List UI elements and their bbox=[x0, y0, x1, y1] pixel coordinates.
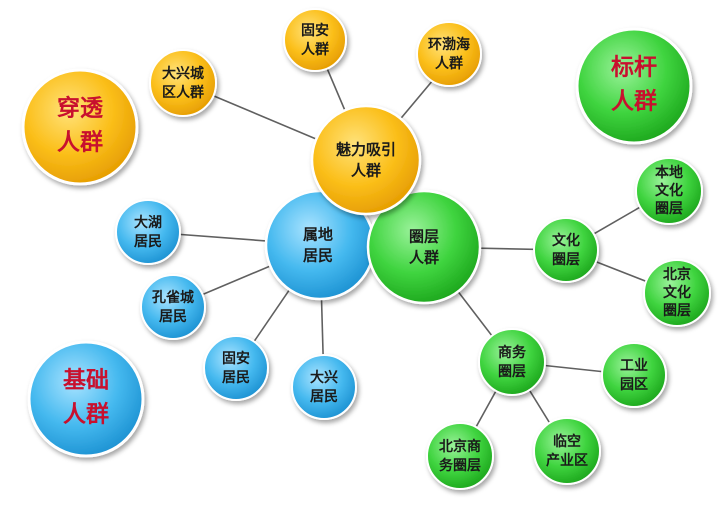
category-penetration: 穿透 人群 bbox=[21, 68, 139, 186]
penetration-circle bbox=[21, 68, 139, 186]
circle-hub-line-2: 人群 bbox=[409, 249, 439, 267]
hub-charm-crowd: 魅力吸引 人群 bbox=[310, 104, 422, 216]
node-dahu-residents: 大湖 居民 bbox=[115, 199, 181, 265]
kongque-residents-line-2: 居民 bbox=[159, 309, 187, 325]
airport-industry-line-1: 临空 bbox=[553, 433, 581, 450]
guan-crowd-circle bbox=[283, 8, 347, 72]
charm-hub-circle bbox=[310, 104, 422, 216]
guan-crowd-line-2: 人群 bbox=[301, 41, 329, 58]
benchmark-line-1: 标杆 bbox=[611, 55, 657, 81]
industrial-park-circle bbox=[601, 342, 667, 408]
charm-hub-line-1: 魅力吸引 bbox=[336, 141, 396, 159]
bohai-crowd-line-1: 环渤海 bbox=[428, 36, 470, 53]
category-benchmark: 标杆 人群 bbox=[575, 27, 693, 145]
daxing-residents-line-2: 居民 bbox=[310, 389, 338, 405]
basic-circle bbox=[27, 340, 145, 458]
daxing-city-crowd-line-2: 区人群 bbox=[162, 84, 204, 101]
guan-residents-line-1: 固安 bbox=[222, 350, 250, 367]
business-circle-line-1: 商务 bbox=[498, 344, 527, 361]
airport-industry-circle bbox=[533, 417, 601, 485]
node-airport-industry-zone: 临空 产业区 bbox=[533, 417, 601, 485]
culture-circle-line-1: 文化 bbox=[552, 232, 580, 249]
beijing-culture-circle-shape bbox=[643, 259, 711, 327]
beijing-business-circle-shape bbox=[426, 422, 494, 490]
node-culture-circle: 文化 圈层 bbox=[533, 217, 599, 283]
culture-circle-line-2: 圈层 bbox=[552, 252, 580, 268]
node-beijing-culture-circle: 北京 文化 圈层 bbox=[643, 259, 711, 327]
penetration-line-2: 人群 bbox=[57, 129, 103, 156]
industrial-park-line-2: 园区 bbox=[620, 377, 648, 393]
circle-hub-line-1: 圈层 bbox=[409, 228, 439, 246]
hub-local-residents: 属地 居民 bbox=[264, 189, 376, 301]
charm-hub-line-2: 人群 bbox=[351, 162, 381, 180]
penetration-line-1: 穿透 bbox=[57, 95, 104, 122]
category-basic: 基础 人群 bbox=[27, 340, 145, 458]
daxing-residents-circle bbox=[291, 354, 357, 420]
airport-industry-line-2: 产业区 bbox=[546, 452, 588, 469]
business-circle-shape bbox=[478, 328, 546, 396]
beijing-culture-line-2: 文化 bbox=[663, 284, 691, 301]
daxing-residents-line-1: 大兴 bbox=[310, 369, 338, 386]
daxing-city-crowd-line-1: 大兴城 bbox=[162, 65, 204, 82]
guan-crowd-line-1: 固安 bbox=[301, 22, 329, 39]
beijing-business-line-1: 北京商 bbox=[439, 438, 481, 455]
beijing-culture-line-1: 北京 bbox=[663, 266, 691, 283]
industrial-park-line-1: 工业 bbox=[620, 358, 648, 374]
node-daxing-city-crowd: 大兴城 区人群 bbox=[149, 49, 217, 117]
beijing-culture-line-3: 圈层 bbox=[663, 303, 691, 319]
hub-circle-crowd: 圈层 人群 bbox=[366, 189, 482, 305]
basic-line-1: 基础 bbox=[63, 368, 109, 394]
benchmark-circle bbox=[575, 27, 693, 145]
bohai-crowd-circle bbox=[416, 21, 482, 87]
node-beijing-business-circle: 北京商 务圈层 bbox=[426, 422, 494, 490]
culture-circle-shape bbox=[533, 217, 599, 283]
kongque-residents-circle bbox=[140, 274, 206, 340]
basic-line-2: 人群 bbox=[63, 401, 109, 428]
guan-residents-line-2: 居民 bbox=[222, 370, 250, 386]
guan-residents-circle bbox=[203, 335, 269, 401]
node-industrial-park: 工业 园区 bbox=[601, 342, 667, 408]
local-hub-line-1: 属地 bbox=[303, 226, 333, 244]
local-culture-circle-shape bbox=[635, 157, 703, 225]
business-circle-line-2: 圈层 bbox=[498, 364, 526, 380]
local-culture-line-2: 文化 bbox=[655, 182, 683, 199]
daxing-city-crowd-circle bbox=[149, 49, 217, 117]
dahu-residents-line-2: 居民 bbox=[134, 234, 162, 250]
local-culture-line-1: 本地 bbox=[655, 164, 683, 181]
beijing-business-line-2: 务圈层 bbox=[439, 457, 481, 474]
bohai-crowd-line-2: 人群 bbox=[435, 55, 463, 72]
dahu-residents-circle bbox=[115, 199, 181, 265]
benchmark-line-2: 人群 bbox=[611, 88, 657, 115]
dahu-residents-line-1: 大湖 bbox=[134, 214, 162, 231]
local-hub-line-2: 居民 bbox=[303, 247, 333, 265]
local-culture-line-3: 圈层 bbox=[655, 201, 683, 217]
node-business-circle: 商务 圈层 bbox=[478, 328, 546, 396]
node-guan-crowd: 固安 人群 bbox=[283, 8, 347, 72]
kongque-residents-line-1: 孔雀城 bbox=[152, 289, 194, 306]
node-bohai-crowd: 环渤海 人群 bbox=[416, 21, 482, 87]
node-daxing-residents: 大兴 居民 bbox=[291, 354, 357, 420]
node-local-culture-circle: 本地 文化 圈层 bbox=[635, 157, 703, 225]
circle-hub-circle bbox=[366, 189, 482, 305]
node-guan-residents: 固安 居民 bbox=[203, 335, 269, 401]
node-kongque-residents: 孔雀城 居民 bbox=[140, 274, 206, 340]
